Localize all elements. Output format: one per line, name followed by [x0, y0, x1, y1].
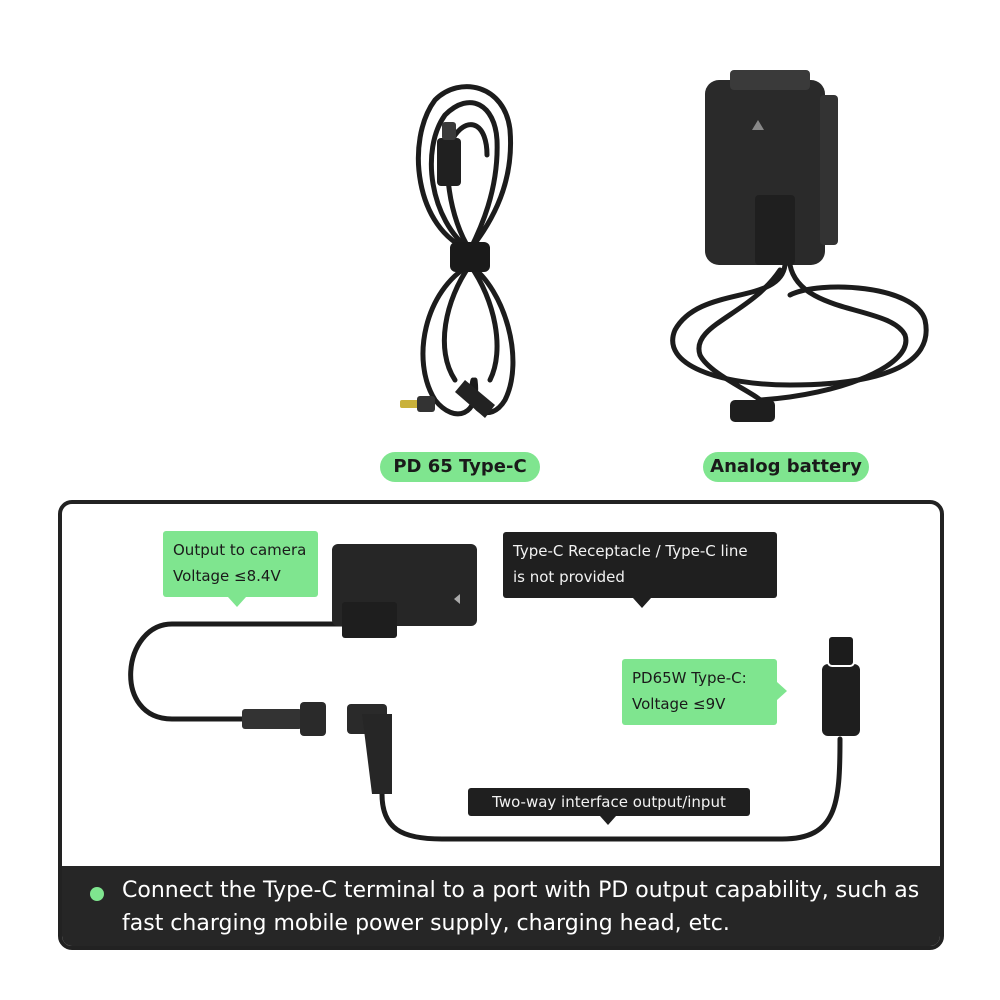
coiled-cable-image: [400, 84, 516, 418]
analog-battery-image: [670, 70, 929, 422]
output-callout-line1: Output to camera: [173, 541, 307, 559]
analog-battery-label: Analog battery: [703, 452, 869, 482]
receptacle-callout-line2: is not provided: [513, 568, 625, 586]
pd-cable: [379, 736, 843, 842]
bullet-dot-icon: [90, 887, 104, 901]
footer-note-text: Connect the Type-C terminal to a port wi…: [122, 878, 920, 936]
battery-cable: [128, 621, 365, 722]
output-callout-line2: Voltage ≤8.4V: [173, 567, 281, 585]
connection-diagram-panel: Output to camera Voltage ≤8.4V Type-C Re…: [58, 500, 944, 950]
receptacle-not-provided-callout: Type-C Receptacle / Type-C line is not p…: [503, 532, 777, 598]
output-callout-pointer: [228, 597, 246, 607]
pd-callout-line2: Voltage ≤9V: [632, 695, 726, 713]
pd-callout-line1: PD65W Type-C:: [632, 669, 747, 687]
receptacle-callout-pointer: [633, 598, 651, 608]
two-way-interface-label: Two-way interface output/input: [468, 788, 750, 816]
pd65w-typec-callout: PD65W Type-C: Voltage ≤9V: [622, 659, 777, 725]
pd-callout-pointer: [777, 682, 787, 700]
connection-diagram: [128, 544, 860, 842]
pd65-typec-label: PD 65 Type-C: [380, 452, 540, 482]
output-to-camera-callout: Output to camera Voltage ≤8.4V: [163, 531, 318, 597]
typec-plug-body: [822, 664, 860, 736]
footer-note-bar: Connect the Type-C terminal to a port wi…: [62, 866, 940, 946]
receptacle-callout-line1: Type-C Receptacle / Type-C line: [513, 542, 748, 560]
interface-label-pointer: [600, 816, 616, 825]
